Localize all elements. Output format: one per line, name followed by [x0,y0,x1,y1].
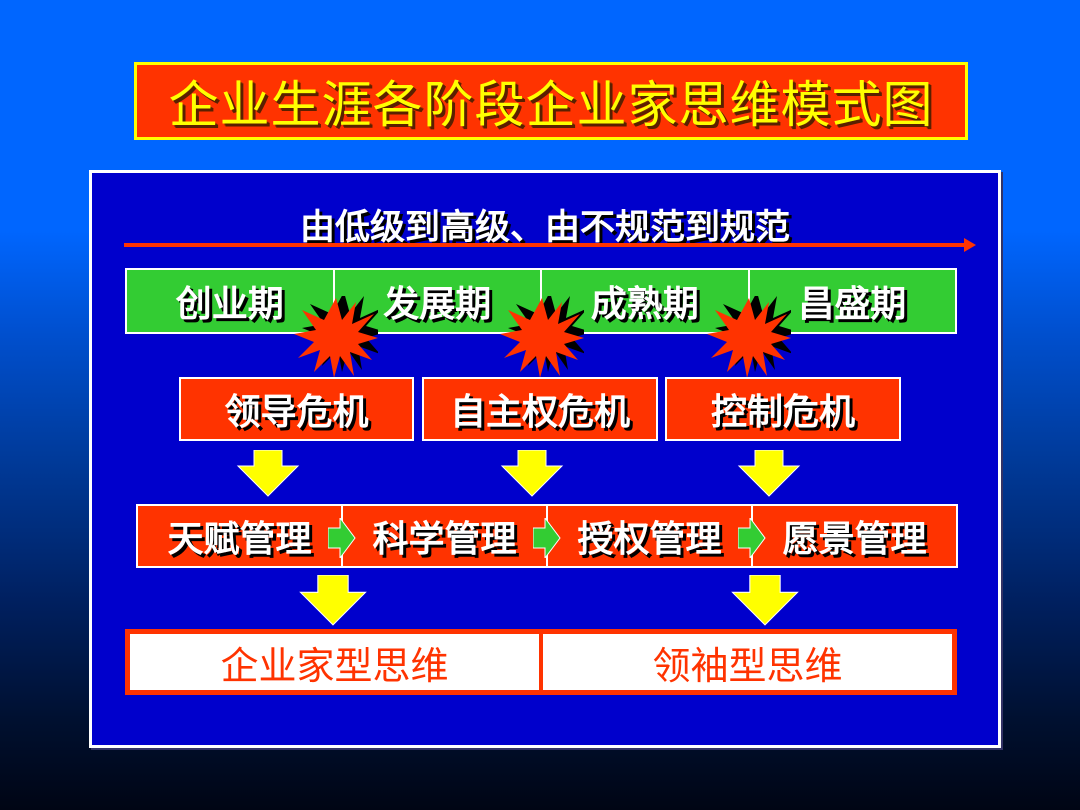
crisis-autonomy: 自主权危机 [422,377,658,441]
down-arrow-icon [500,450,564,497]
mgmt-delegation: 授权管理 [548,506,766,566]
crisis-leadership: 领导危机 [179,377,414,441]
explosion-icon [707,296,791,378]
subtitle: 由低级到高级、由不规范到规范 [299,208,790,248]
down-arrow-icon [236,450,300,497]
chevron-right-icon [533,518,561,558]
mgmt-scientific-label: 科学管理 [372,519,517,560]
mgmt-scientific: 科学管理 [343,506,561,566]
down-arrow-icon [731,575,799,626]
mindset-row: 企业家型思维 领袖型思维 [125,629,957,695]
management-row: 天赋管理 科学管理 授权管理 愿景管理 [136,504,958,568]
explosion-icon [294,296,378,378]
stage-startup: 创业期 [127,270,335,332]
diagram-panel: 由低级到高级、由不规范到规范 创业期 发展期 成熟期 昌盛期 领导危机 自主权危… [89,170,1001,748]
down-arrow-icon [299,575,367,626]
explosion-icon [500,296,584,378]
mindset-leader: 领袖型思维 [652,643,843,688]
down-arrow-icon [737,450,801,497]
crisis-control: 控制危机 [665,377,901,441]
title-banner: 企业生涯各阶段企业家思维模式图 [134,62,968,140]
chevron-right-icon [738,518,766,558]
stage-growth: 发展期 [335,270,542,332]
mindset-entrepreneur: 企业家型思维 [130,634,543,690]
stage-maturity: 成熟期 [542,270,750,332]
stage-prosperity: 昌盛期 [798,284,907,325]
chevron-right-icon [328,518,356,558]
mgmt-talent-label: 天赋管理 [167,519,312,560]
mgmt-talent: 天赋管理 [138,506,356,566]
mgmt-vision: 愿景管理 [753,506,956,566]
page-title: 企业生涯各阶段企业家思维模式图 [168,76,934,134]
progress-arrow-icon [124,238,976,252]
mgmt-vision-label: 愿景管理 [782,519,927,560]
mgmt-delegation-label: 授权管理 [577,519,722,560]
